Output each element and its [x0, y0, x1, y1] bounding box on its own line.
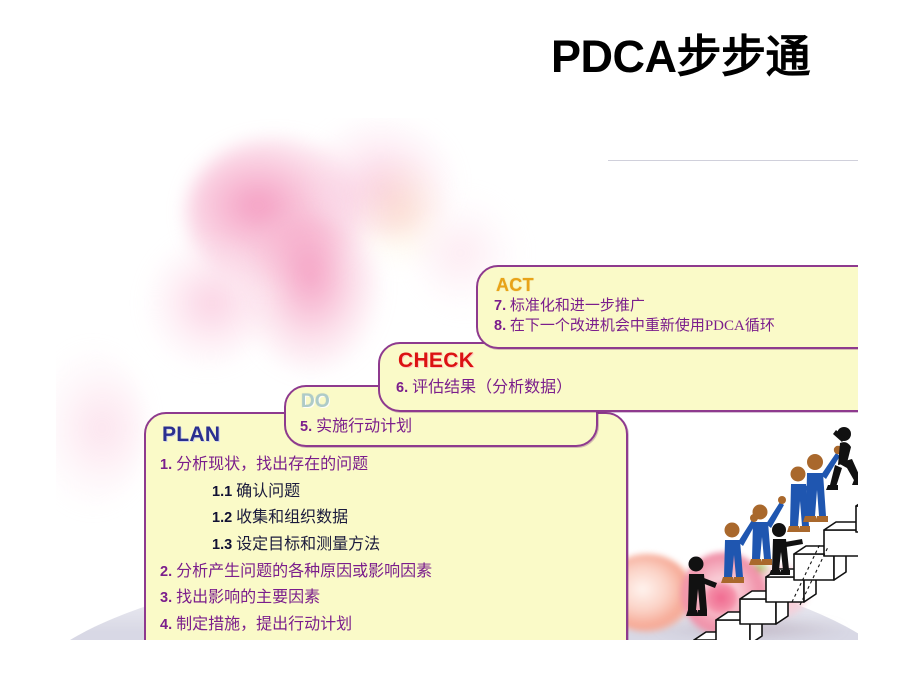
plan-item-list: 1. 分析现状，找出存在的问题 1.1 确认问题 1.2 收集和组织数据 1.3…	[160, 454, 620, 640]
item-text: 实施行动计划	[316, 418, 413, 435]
blossom-decoration-4	[306, 118, 456, 238]
item-number: 1.3	[212, 536, 233, 553]
act-item-list: 7. 标准化和进一步推广 8. 在下一个改进机会中重新使用PDCA循环	[494, 297, 775, 337]
page-title: PDCA步步通	[550, 31, 811, 82]
content-panel: ACT 7. 标准化和进一步推广 8. 在下一个改进机会中重新使用PDCA循环 …	[56, 118, 858, 640]
item-text: 设定目标和测量方法	[236, 535, 381, 553]
check-header-label: CHECK	[398, 349, 475, 372]
check-item-list: 6. 评估结果（分析数据）	[396, 377, 572, 398]
item-number: 1.2	[212, 510, 233, 527]
item-text: 确认问题	[236, 482, 301, 500]
list-item: 2. 分析产生问题的各种原因或影响因素	[160, 561, 620, 582]
blossom-decoration-6	[56, 348, 146, 508]
item-text: 在下一个改进机会中重新使用PDCA循环	[509, 317, 775, 334]
panel-hairline	[608, 160, 858, 161]
rose-decoration-2-core	[704, 582, 738, 614]
item-text: 找出影响的主要因素	[176, 589, 321, 607]
act-header-label: ACT	[496, 275, 534, 295]
list-item: 1. 分析现状，找出存在的问题	[160, 454, 620, 475]
item-text: 分析现状，找出存在的问题	[176, 456, 369, 473]
item-number: 7.	[494, 298, 507, 314]
item-text: 收集和组织数据	[236, 509, 349, 527]
blossom-decoration-5	[356, 158, 446, 268]
item-text: 评估结果（分析数据）	[412, 379, 573, 396]
item-text: 分析产生问题的各种原因或影响因素	[176, 562, 433, 580]
item-number: 3.	[160, 590, 173, 607]
list-item: 6. 评估结果（分析数据）	[396, 377, 572, 398]
list-item: 4. 制定措施，提出行动计划	[160, 614, 620, 635]
list-item: 5. 实施行动计划	[300, 416, 412, 437]
callout-box-act[interactable]: ACT 7. 标准化和进一步推广 8. 在下一个改进机会中重新使用PDCA循环	[476, 265, 858, 349]
list-item: 1.2 收集和组织数据	[212, 507, 620, 528]
item-number: 2.	[160, 563, 173, 580]
figure-group	[686, 427, 858, 616]
item-text: 制定措施，提出行动计划	[176, 615, 353, 633]
blossom-decoration-3	[146, 238, 266, 368]
item-number: 1.1	[212, 483, 233, 500]
item-text: 标准化和进一步推广	[509, 298, 645, 314]
item-number: 1.	[160, 457, 173, 473]
list-item: 8. 在下一个改进机会中重新使用PDCA循环	[494, 317, 775, 337]
list-item: 1.1 确认问题	[212, 481, 620, 502]
item-number: 4.	[160, 616, 173, 633]
item-number: 5.	[300, 419, 313, 435]
plan-header-label: PLAN	[162, 423, 221, 446]
list-item: 3. 找出影响的主要因素	[160, 587, 620, 608]
do-item-list: 5. 实施行动计划	[300, 416, 412, 437]
list-item: 1.3 设定目标和测量方法	[212, 534, 620, 555]
staircase-illustration	[616, 412, 858, 640]
item-number: 6.	[396, 380, 409, 396]
list-item: 7. 标准化和进一步推广	[494, 297, 775, 317]
item-number: 8.	[494, 317, 507, 334]
do-header-label: DO	[301, 391, 331, 412]
blossom-decoration-2	[241, 213, 381, 373]
callout-box-plan[interactable]: PLAN 1. 分析现状，找出存在的问题 1.1 确认问题 1.2 收集和组织数…	[144, 412, 628, 640]
callout-box-check[interactable]: CHECK 6. 评估结果（分析数据）	[378, 342, 858, 412]
blossom-decoration-1	[186, 138, 366, 288]
